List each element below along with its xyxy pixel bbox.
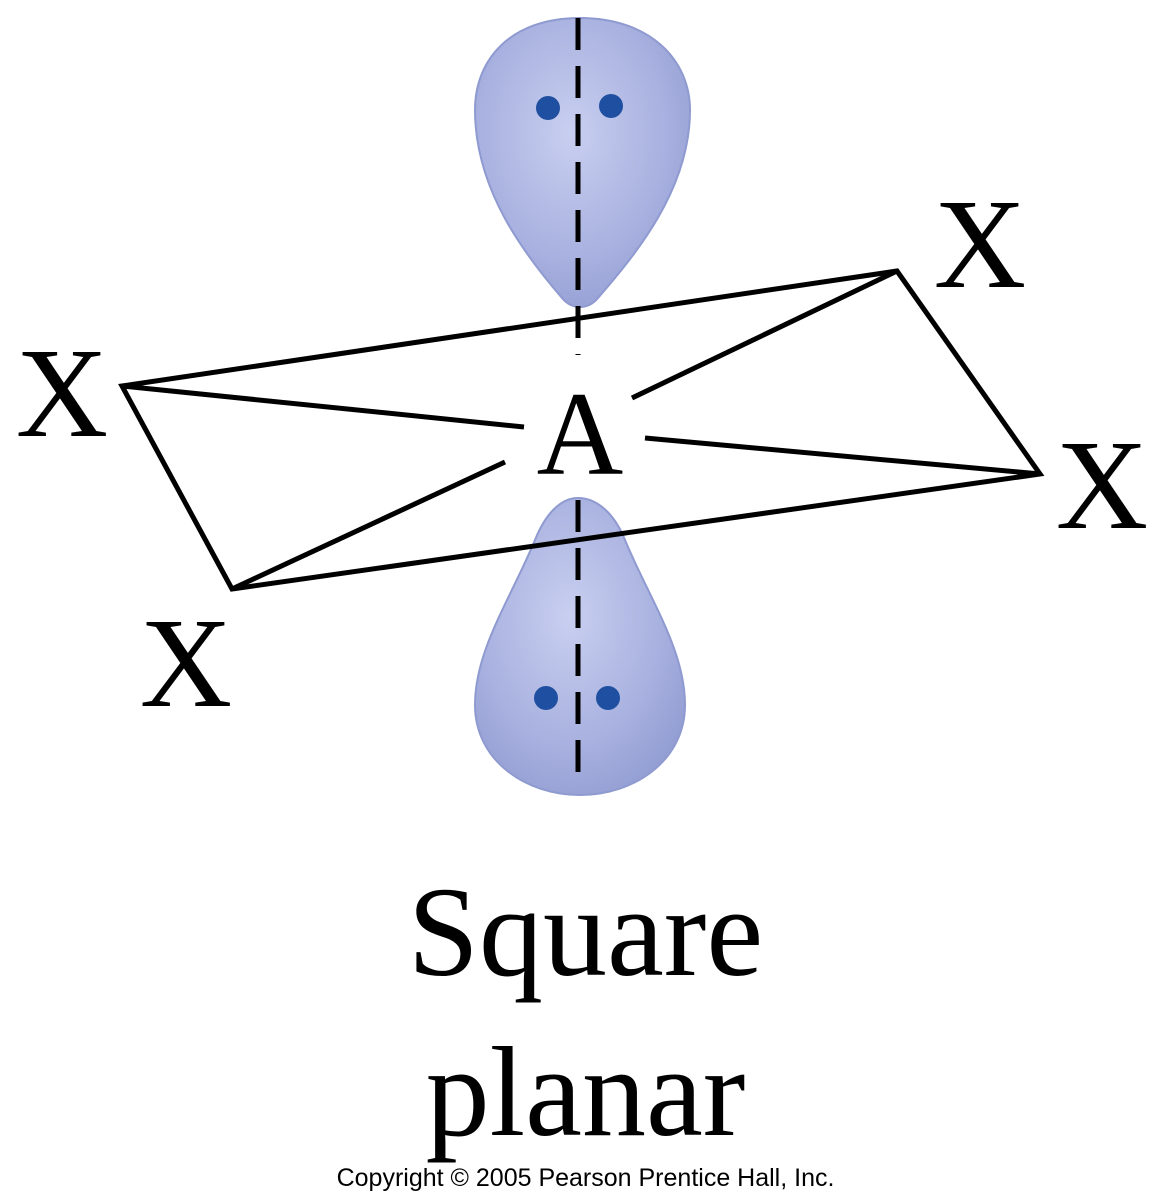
electron-dot [536, 96, 560, 120]
ligand-label-left: X [16, 322, 108, 464]
lone-pair-lobe-top [473, 16, 692, 308]
center-atom-label: A [537, 367, 624, 500]
geometry-title-line2: planar [425, 1021, 746, 1163]
bond-right [644, 435, 1041, 477]
geometry-title-line1: Square [407, 861, 764, 1003]
bond-left [121, 383, 525, 430]
ligand-label-bottom-left: X [140, 592, 232, 734]
copyright-notice: Copyright © 2005 Pearson Prentice Hall, … [336, 1164, 835, 1192]
bond-top-right [630, 268, 899, 401]
bond-bottom-left [230, 459, 507, 592]
electron-dot [599, 94, 623, 118]
electron-dot [534, 686, 558, 710]
ligand-label-right: X [1056, 414, 1148, 556]
electron-dot [596, 686, 620, 710]
ligand-label-top-right: X [934, 173, 1026, 315]
